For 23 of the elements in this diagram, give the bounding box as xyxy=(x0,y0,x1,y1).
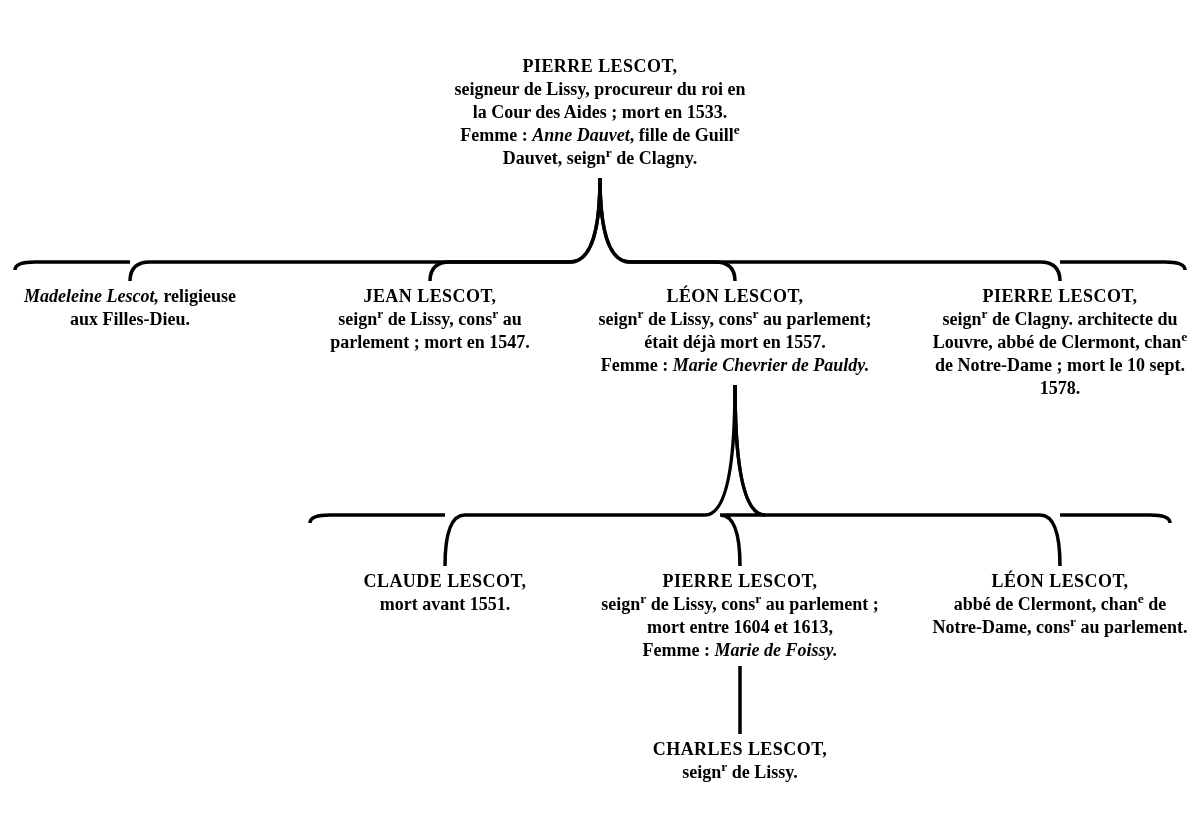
person-details: seign$^{r}$ de Lissy, cons$^{r}$ au parlement ; mort en 1547. xyxy=(329,308,531,354)
person-details: Madeleine Lescot, religieuse aux Filles-Dieu. xyxy=(22,285,238,331)
person-details: Femme : Marie de Foissy. xyxy=(641,639,839,662)
person-name: CLAUDE LESCOT, xyxy=(362,570,528,593)
person-details: seign$^{r}$ de Clagny. architecte du Louvre, abbé de Clermont, chan$^{e}$ de Notre-Dame ; mort le 10 sept. 1578. xyxy=(931,308,1189,400)
person-details: mort avant 1551. xyxy=(378,593,512,616)
person-name: JEAN LESCOT, xyxy=(362,285,498,308)
person-name: LÉON LESCOT, xyxy=(990,570,1130,593)
person-details: abbé de Clermont, chan$^{e}$ de Notre-Dame, cons$^{r}$ au parlement. xyxy=(931,593,1189,639)
person-name: PIERRE LESCOT, xyxy=(521,55,679,78)
person-details: Femme : Anne Dauvet, fille de Guill$^{e}$ Dauvet, seign$^{r}$ de Clagny. xyxy=(459,124,741,170)
person-details: seign$^{r}$ de Lissy, cons$^{r}$ au parlement; était déjà mort en 1557. xyxy=(597,308,873,354)
person-name: PIERRE LESCOT, xyxy=(981,285,1139,308)
person-details: seign$^{r}$ de Lissy, cons$^{r}$ au parlement ; mort entre 1604 et 1613, xyxy=(600,593,880,639)
tree-connector xyxy=(733,385,1062,567)
person-details: seign$^{r}$ de Lissy. xyxy=(681,761,799,784)
tree-connector xyxy=(738,666,742,734)
person-name: LÉON LESCOT, xyxy=(665,285,805,308)
person-details: seigneur de Lissy, procureur du roi en la Cour des Aides ; mort en 1533. xyxy=(453,78,747,124)
person-name: PIERRE LESCOT, xyxy=(661,570,819,593)
tree-connector xyxy=(598,177,1062,282)
person-details: Femme : Marie Chevrier de Pauldy. xyxy=(599,354,871,377)
person-name: CHARLES LESCOT, xyxy=(651,738,829,761)
